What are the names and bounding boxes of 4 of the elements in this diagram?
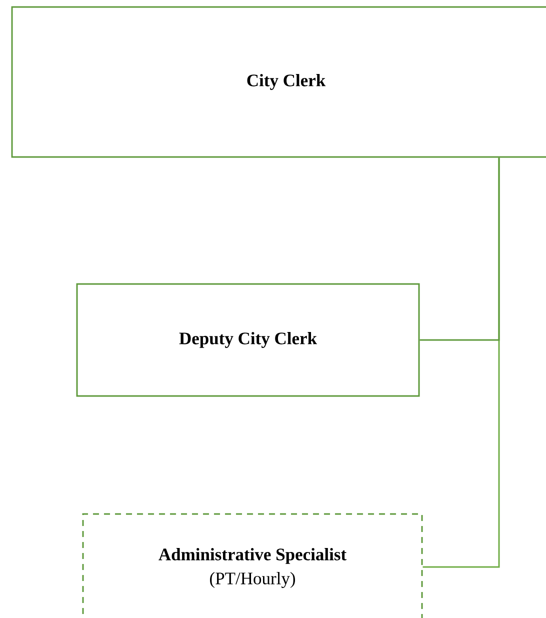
role-box: Deputy City Clerk bbox=[76, 283, 420, 397]
connector-line bbox=[420, 158, 500, 341]
dashed-role-box: Administrative Specialist (PT/Hourly) bbox=[82, 513, 423, 618]
title-box: City Clerk bbox=[11, 6, 546, 158]
